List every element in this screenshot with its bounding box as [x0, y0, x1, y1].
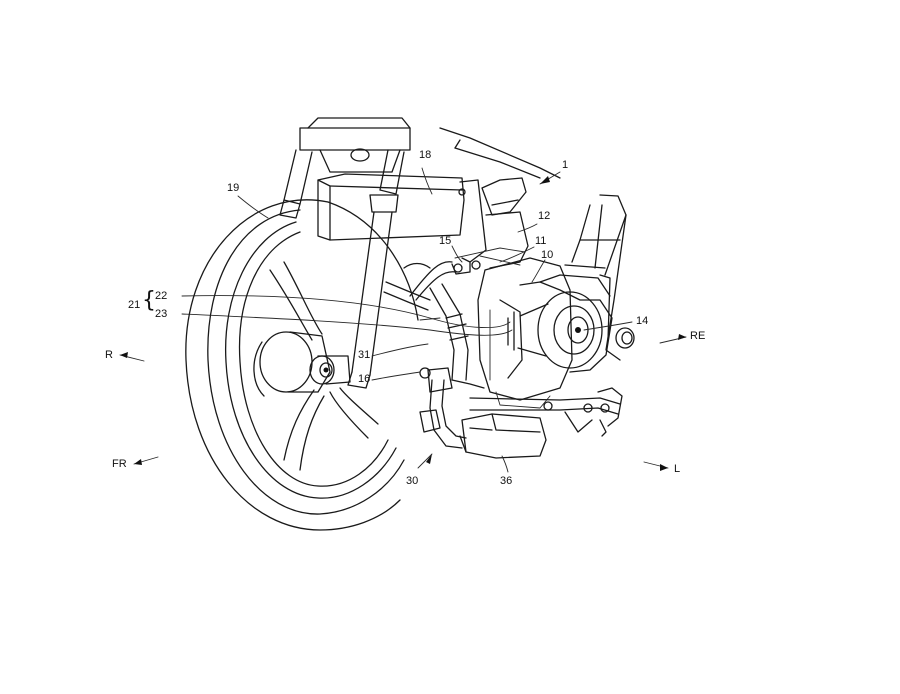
arrow-30 [417, 453, 433, 469]
label-12: 12 [538, 210, 551, 222]
direction-right: R [105, 349, 113, 361]
label-22: 22 [155, 290, 168, 302]
arrow-front-right [133, 456, 159, 465]
label-18: 18 [419, 149, 432, 161]
label-19: 19 [227, 182, 240, 194]
arrow-1 [539, 171, 561, 185]
arrow-rear [659, 334, 687, 344]
component-12-housing [481, 177, 529, 269]
pipe-end [615, 327, 635, 349]
arrow-right [119, 352, 145, 362]
label-21: 21 [128, 299, 141, 311]
label-14: 14 [636, 315, 649, 327]
exhaust-pipe-30 [419, 283, 485, 449]
leader-lines [237, 167, 633, 473]
engine-block-10 [477, 257, 613, 409]
fork-top-bridge [299, 117, 411, 173]
muffler-36 [459, 413, 547, 459]
direction-rear: RE [690, 330, 706, 342]
label-1: 1 [562, 159, 569, 171]
brace-21: { [142, 288, 156, 313]
front-fork-left [279, 149, 313, 219]
front-fork-right [347, 149, 405, 389]
main-frame [439, 127, 627, 361]
generator-cover-14 [507, 291, 603, 369]
cables-22-23 [181, 247, 526, 336]
label-30: 30 [406, 475, 419, 487]
arrow-left [643, 461, 669, 471]
label-15: 15 [439, 235, 452, 247]
label-23: 23 [155, 308, 168, 320]
label-10: 10 [541, 249, 554, 261]
label-31: 31 [358, 349, 371, 361]
front-wheel-19 [185, 199, 419, 531]
bracket-15 [451, 179, 487, 275]
lower-frame-rail [469, 387, 623, 437]
direction-left: L [674, 463, 681, 475]
direction-front-right: FR [112, 458, 127, 470]
component-18-box [317, 173, 465, 241]
label-16: 16 [358, 373, 371, 385]
label-11: 11 [535, 235, 547, 247]
label-36: 36 [500, 475, 513, 487]
hose-16 [383, 261, 457, 379]
